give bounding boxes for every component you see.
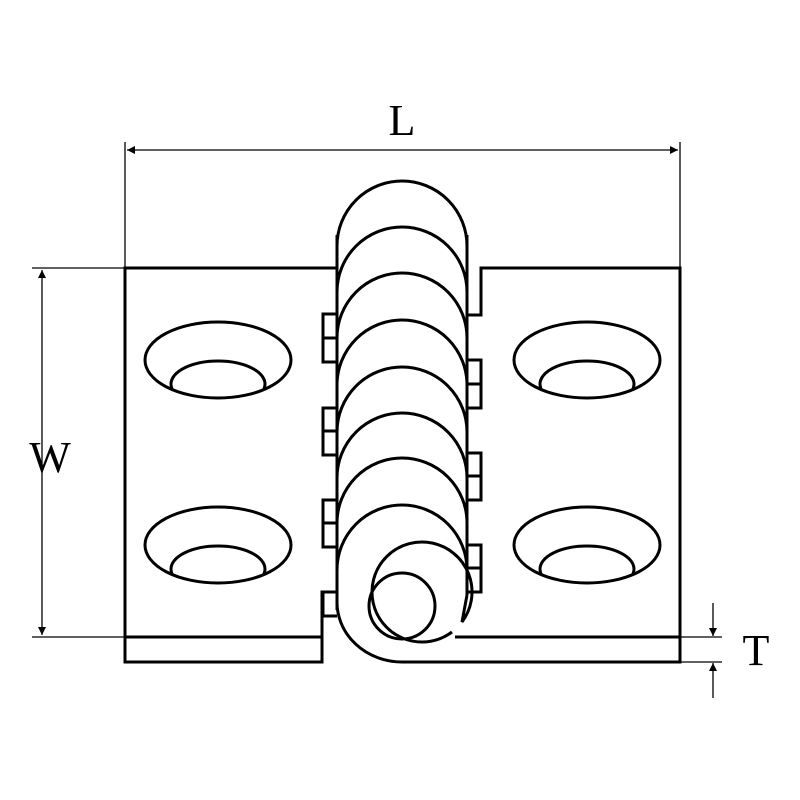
right-tabs xyxy=(465,358,483,594)
length-label: L xyxy=(389,96,416,145)
right-leaf xyxy=(402,266,682,664)
screw-hole-bottom-right xyxy=(512,505,662,585)
left-leaf xyxy=(123,266,339,664)
thickness-dimension: T xyxy=(680,603,770,698)
screw-hole-top-left xyxy=(143,320,293,400)
hinge-knuckle xyxy=(335,179,474,664)
width-label: W xyxy=(29,433,71,482)
thickness-label: T xyxy=(743,626,770,675)
screw-holes xyxy=(143,320,662,585)
pin-hole xyxy=(367,571,437,641)
width-dimension: W xyxy=(29,267,125,638)
screw-hole-top-right xyxy=(512,320,662,400)
left-tabs xyxy=(321,312,339,618)
screw-hole-bottom-left xyxy=(143,505,293,585)
length-dimension: L xyxy=(124,96,681,268)
